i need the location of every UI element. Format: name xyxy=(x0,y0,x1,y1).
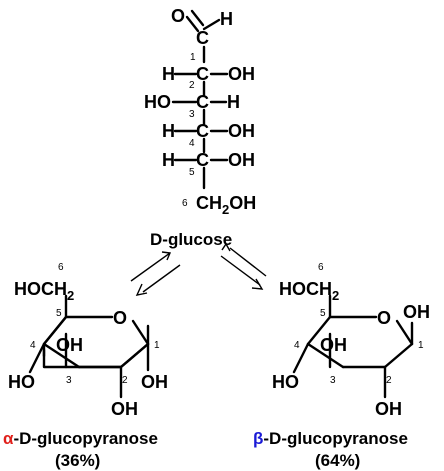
alpha-c2-oh: OH xyxy=(111,399,138,419)
beta-c1-number: 1 xyxy=(418,340,424,351)
c1-hydrogen: H xyxy=(220,9,233,29)
alpha-c2-number: 2 xyxy=(122,375,128,386)
alpha-c2-c1-bond xyxy=(119,342,150,369)
c2-carbon: C xyxy=(196,64,209,84)
double-bond-b xyxy=(190,9,205,27)
beta-c3-oh: OH xyxy=(320,335,347,355)
c1-carbon: C xyxy=(196,28,209,48)
alpha-hoch2: HOCH2 xyxy=(14,279,74,303)
alpha-c1-oh: OH xyxy=(141,372,168,392)
c2-number: 2 xyxy=(189,80,195,91)
alpha-c3-number: 3 xyxy=(66,375,72,386)
beta-c6-number: 6 xyxy=(318,262,324,273)
alpha-c5-number: 5 xyxy=(56,308,62,319)
c1-h-bond xyxy=(202,18,221,31)
c5-left: H xyxy=(162,150,175,170)
d-glucose-label: D-glucose xyxy=(150,230,232,249)
alpha-name: α-D-glucopyranose xyxy=(3,429,158,448)
beta-c2-oh: OH xyxy=(375,399,402,419)
beta-ring-oxygen: O xyxy=(377,308,391,328)
alpha-c1-number: 1 xyxy=(154,340,160,351)
alpha-c6-number: 6 xyxy=(58,262,64,273)
c1-oxygen: O xyxy=(171,6,185,26)
equilibrium-arrow-right xyxy=(220,242,267,290)
c5-number: 5 xyxy=(189,167,195,178)
c4-carbon: C xyxy=(196,121,209,141)
alpha-pyranose-structure: 6 HOCH2 O 5 1 2 3 4 HO OH OH OH α-D-gluc… xyxy=(3,262,168,470)
c5-right: OH xyxy=(228,150,255,170)
double-bond-a xyxy=(185,15,200,33)
alpha-c4-number: 4 xyxy=(30,340,36,351)
alpha-c5-c4-bond xyxy=(42,315,68,346)
c3-left: HO xyxy=(144,92,171,112)
c4-number: 4 xyxy=(189,138,195,149)
alpha-c3-oh: OH xyxy=(56,335,83,355)
beta-hoch2: HOCH2 xyxy=(279,279,339,303)
alpha-o-c1-bond xyxy=(131,319,150,346)
beta-name: β-D-glucopyranose xyxy=(253,429,408,448)
beta-c4-number: 4 xyxy=(294,340,300,351)
c5-carbon: C xyxy=(196,150,209,170)
c3-right: H xyxy=(227,92,240,112)
beta-c4-oh-bond xyxy=(292,342,310,374)
c2-right: OH xyxy=(228,64,255,84)
alpha-percent: (36%) xyxy=(55,451,100,470)
beta-percent: (64%) xyxy=(315,451,360,470)
alpha-c4-oh-bond xyxy=(28,342,46,374)
beta-c4-c3-bond xyxy=(306,342,345,369)
c6-group: CH2OH xyxy=(196,193,256,217)
beta-c3-number: 3 xyxy=(330,375,336,386)
beta-c5-number: 5 xyxy=(320,308,326,319)
beta-c4-oh: HO xyxy=(272,372,299,392)
equilibrium-arrow-left xyxy=(130,251,181,296)
beta-c2-c1-bond xyxy=(383,342,414,369)
open-chain-structure: O H C 1 H C OH 2 HO C H 3 H C OH 4 H C xyxy=(144,6,256,249)
c6-number: 6 xyxy=(182,198,188,209)
c1-number: 1 xyxy=(190,52,196,63)
c4-right: OH xyxy=(228,121,255,141)
beta-o-c1-bond xyxy=(395,319,414,346)
alpha-c4-oh: HO xyxy=(8,372,35,392)
alpha-ring-oxygen: O xyxy=(113,308,127,328)
c3-carbon: C xyxy=(196,92,209,112)
beta-c1-oh: OH xyxy=(403,302,430,322)
alpha-c4-c3-bond xyxy=(42,342,81,369)
c2-left: H xyxy=(162,64,175,84)
c4-left: H xyxy=(162,121,175,141)
c3-number: 3 xyxy=(189,109,195,120)
beta-c2-number: 2 xyxy=(386,375,392,386)
beta-pyranose-structure: 6 HOCH2 O 5 1 2 3 4 HO OH OH OH β-D-gluc… xyxy=(253,262,430,470)
beta-c5-c4-bond xyxy=(306,315,332,346)
